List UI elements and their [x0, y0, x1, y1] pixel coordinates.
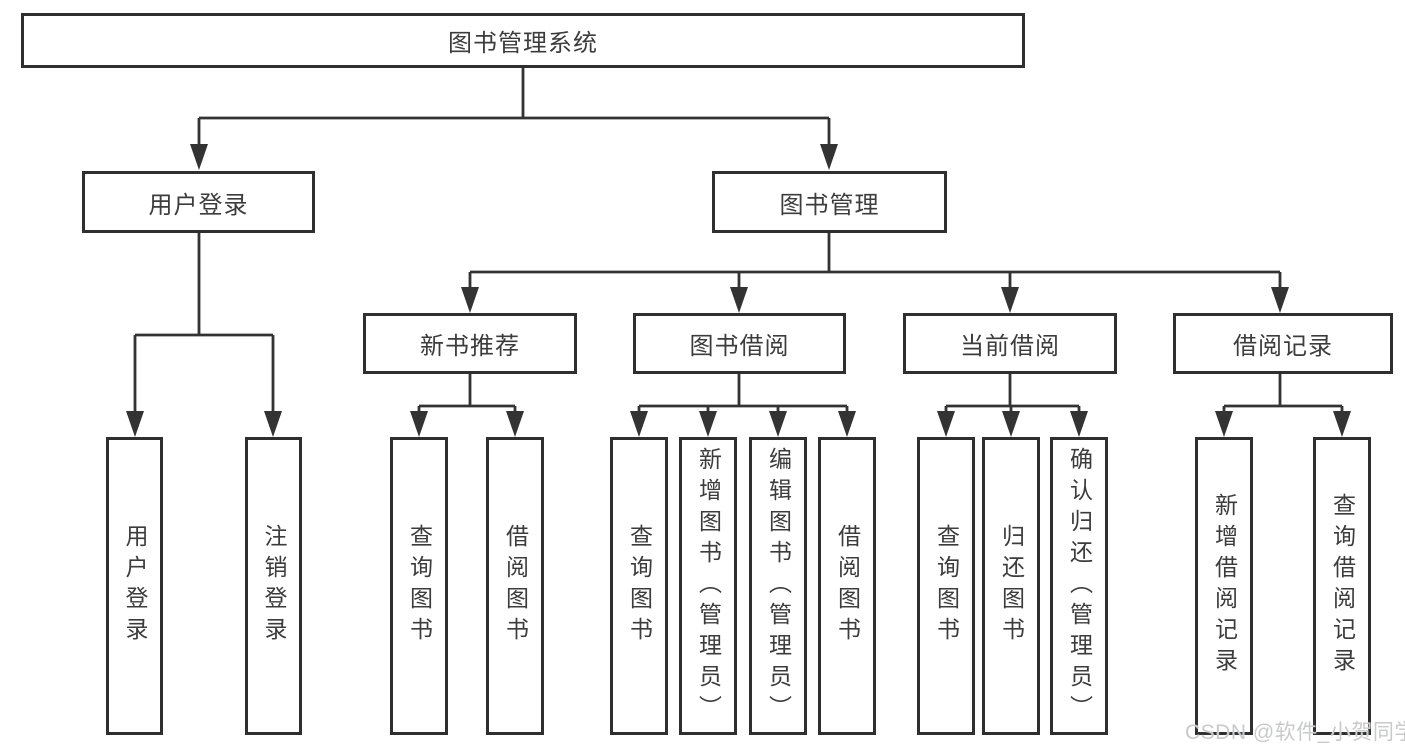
node-label: 查询借阅记录 [1329, 493, 1356, 679]
arrow-down-icon [126, 411, 144, 437]
leaf-query-book-recommend: 查询图书 [390, 437, 448, 735]
arrow-down-icon [769, 411, 787, 437]
node-label: 新增借阅记录 [1211, 493, 1238, 679]
csdn-watermark: CSDN @软件_小贺同学 [1185, 721, 1405, 744]
node-label: 查询图书 [933, 524, 960, 648]
leaf-borrow-book-recommend: 借阅图书 [486, 437, 544, 735]
arrow-down-icons [126, 144, 1351, 437]
node-label: 借阅记录 [1233, 333, 1333, 360]
leaf-add-book-admin: 新增图书（管理员） [679, 437, 737, 735]
node-label: 编辑图书（管理员） [765, 446, 792, 726]
arrow-down-icon [1215, 411, 1233, 437]
node-label: 借阅图书 [502, 524, 529, 648]
leaf-query-borrow-record: 查询借阅记录 [1313, 437, 1371, 735]
node-label: 新书推荐 [420, 333, 520, 360]
node-label: 借阅图书 [834, 524, 861, 648]
node-library-management-system: 图书管理系统 [21, 13, 1025, 68]
leaf-query-book-borrow: 查询图书 [610, 437, 668, 735]
node-label: 查询图书 [626, 524, 653, 648]
node-book-management: 图书管理 [712, 171, 947, 233]
node-label: 归还图书 [998, 524, 1025, 648]
arrow-down-icon [264, 411, 282, 437]
arrow-down-icon [1333, 411, 1351, 437]
node-borrow-record: 借阅记录 [1173, 313, 1393, 374]
node-label: 当前借阅 [960, 333, 1060, 360]
arrow-down-icon [1271, 287, 1289, 313]
arrow-down-icon [190, 144, 208, 170]
leaf-add-borrow-record: 新增借阅记录 [1195, 437, 1253, 735]
arrow-down-icon [410, 411, 428, 437]
arrow-down-icon [1002, 411, 1020, 437]
arrow-down-icon [838, 411, 856, 437]
arrow-down-icon [1070, 411, 1088, 437]
node-new-book-recommend: 新书推荐 [363, 313, 577, 374]
connector-path [133, 68, 1344, 413]
node-label: 新增图书（管理员） [695, 446, 722, 726]
arrow-down-icon [730, 287, 748, 313]
leaf-query-book-current: 查询图书 [917, 437, 975, 735]
arrow-down-icon [506, 411, 524, 437]
node-label: 用户登录 [122, 524, 148, 648]
arrow-down-icon [630, 411, 648, 437]
leaf-edit-book-admin: 编辑图书（管理员） [749, 437, 807, 735]
node-label: 注销登录 [261, 524, 287, 648]
arrow-down-icon [1001, 287, 1019, 313]
leaf-user-login: 用户登录 [106, 437, 163, 735]
node-book-borrow: 图书借阅 [633, 313, 846, 374]
arrow-down-icon [699, 411, 717, 437]
node-label: 查询图书 [406, 524, 433, 648]
arrow-down-icon [820, 144, 838, 170]
node-label: 图书管理系统 [448, 30, 598, 57]
leaf-logout-login: 注销登录 [245, 437, 302, 735]
leaf-return-book: 归还图书 [982, 437, 1040, 735]
node-current-borrow: 当前借阅 [903, 313, 1117, 374]
node-label: 图书管理 [779, 191, 880, 219]
leaf-borrow-book-borrow: 借阅图书 [818, 437, 876, 735]
arrow-down-icon [937, 411, 955, 437]
arrow-down-icon [461, 287, 479, 313]
node-label: 图书借阅 [689, 333, 790, 360]
leaf-confirm-return-admin: 确认归还（管理员） [1050, 437, 1108, 735]
node-label: 用户登录 [148, 191, 249, 219]
node-user-login: 用户登录 [82, 171, 315, 233]
node-label: 确认归还（管理员） [1066, 446, 1093, 726]
